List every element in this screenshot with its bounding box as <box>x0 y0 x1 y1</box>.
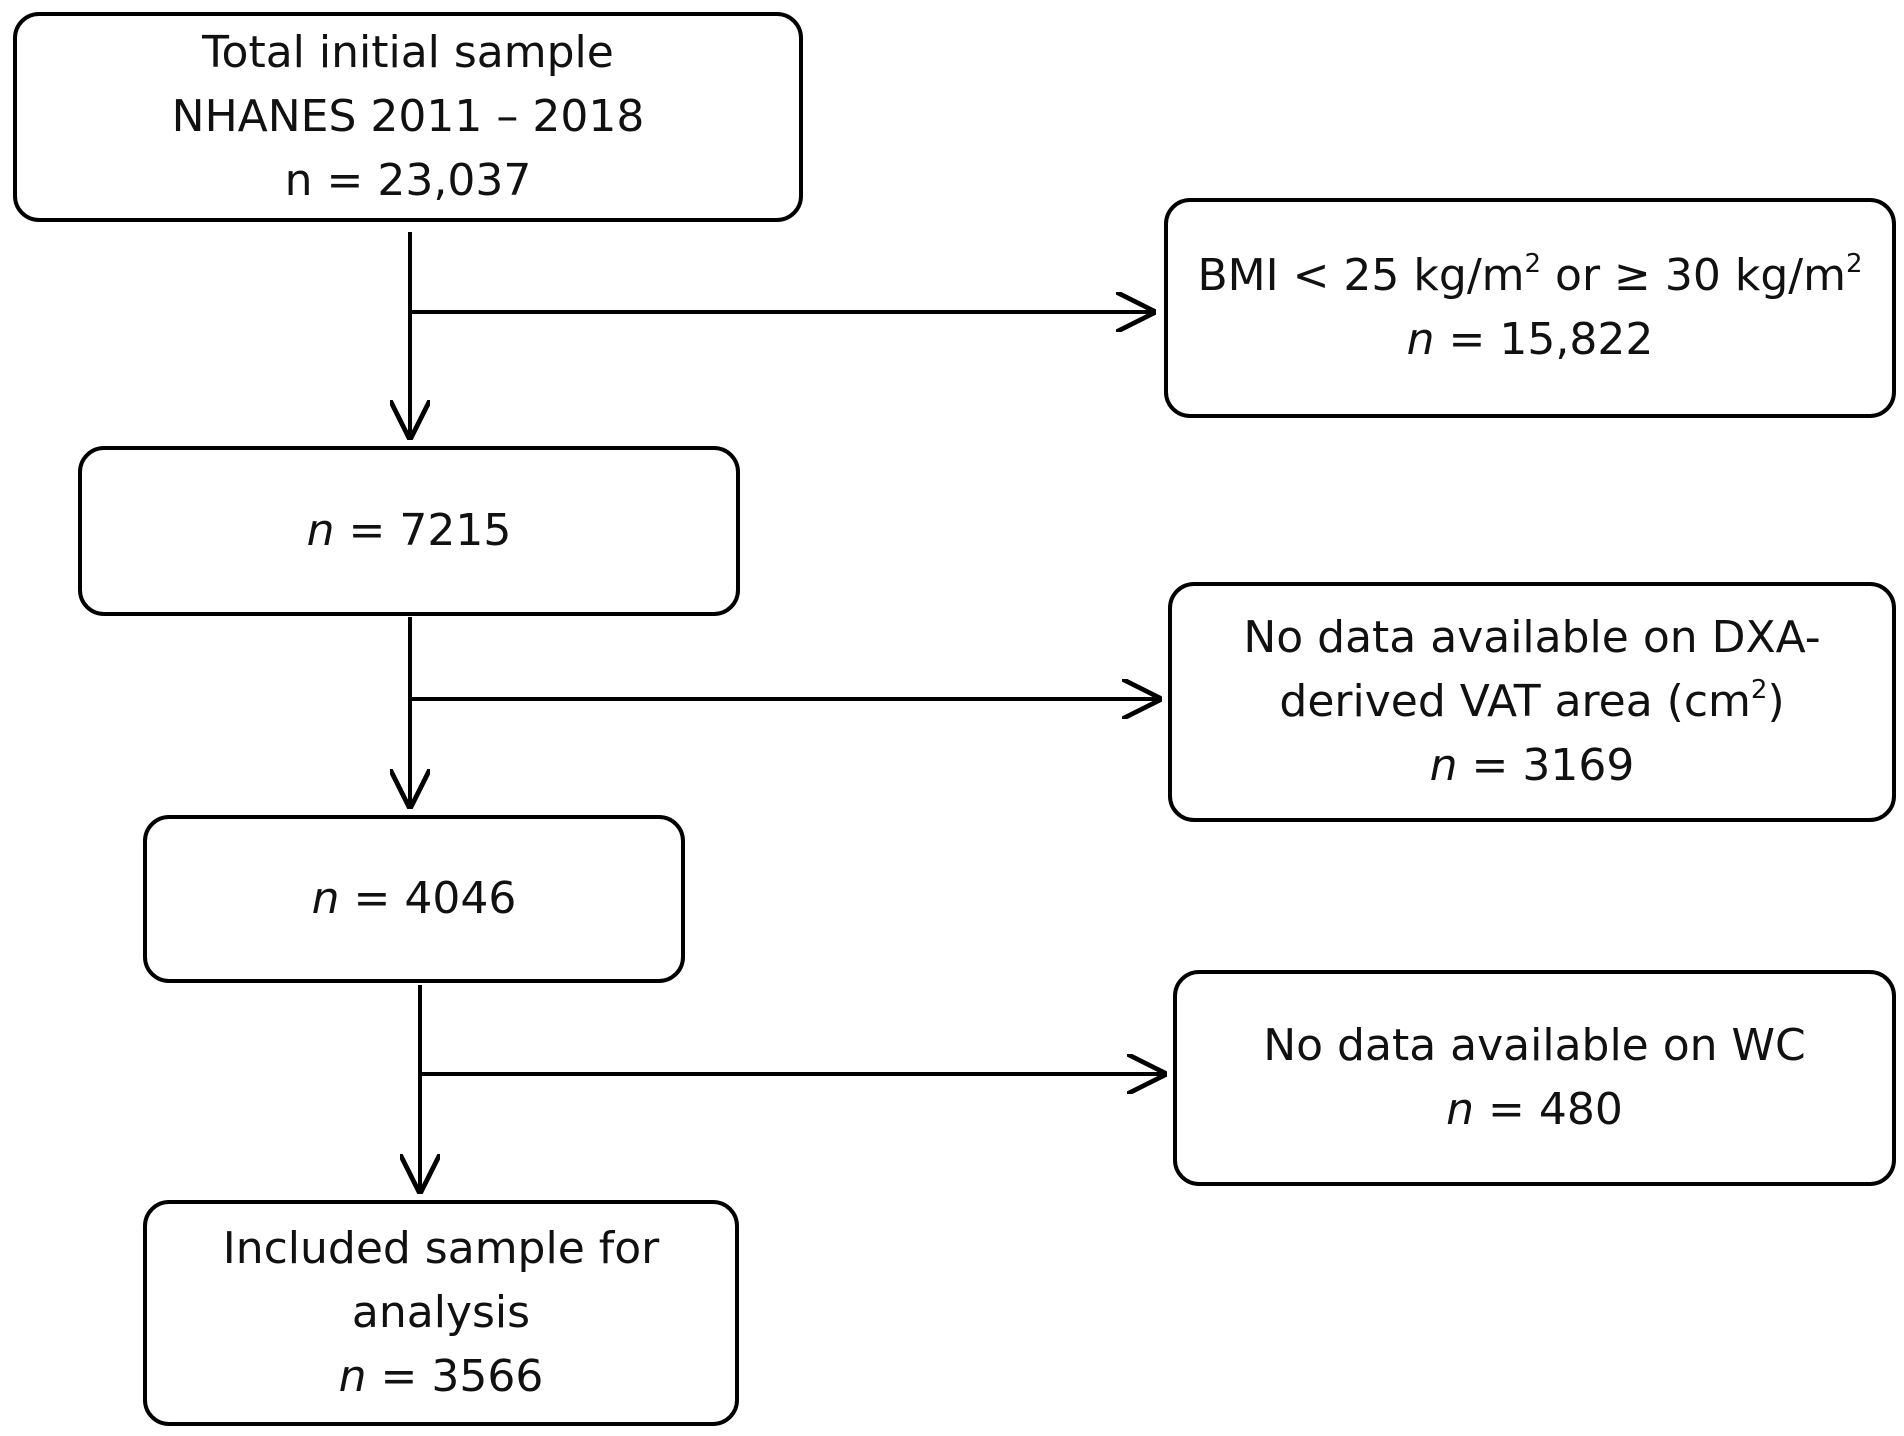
node-bmi-excluded: BMI < 25 kg/m2 or ≥ 30 kg/m2 n = 15,822 <box>1164 198 1896 418</box>
node-after-dxa: n = 4046 <box>143 815 685 983</box>
node-wc-count: n = 480 <box>1446 1084 1623 1135</box>
node-final-line2: analysis <box>351 1287 531 1338</box>
node-initial-line1: Total initial sample <box>202 27 614 78</box>
node-after-bmi-count: n = 7215 <box>306 505 512 556</box>
node-final-sample: Included sample for analysis n = 3566 <box>143 1200 739 1426</box>
node-wc-line1: No data available on WC <box>1263 1020 1806 1071</box>
node-initial-sample: Total initial sample NHANES 2011 – 2018 … <box>13 12 803 222</box>
node-initial-line2: NHANES 2011 – 2018 <box>171 91 645 142</box>
node-final-count: n = 3566 <box>338 1351 544 1402</box>
node-initial-count: n = 23,037 <box>284 155 532 206</box>
node-final-line1: Included sample for <box>222 1223 660 1274</box>
node-after-bmi: n = 7215 <box>78 446 740 616</box>
node-bmi-criteria: BMI < 25 kg/m2 or ≥ 30 kg/m2 <box>1197 249 1863 301</box>
node-bmi-count: n = 15,822 <box>1406 314 1654 365</box>
node-wc-excluded: No data available on WC n = 480 <box>1173 970 1896 1186</box>
node-dxa-count: n = 3169 <box>1429 740 1635 791</box>
node-dxa-line1: No data available on DXA- <box>1243 612 1821 663</box>
node-after-dxa-count: n = 4046 <box>311 873 517 924</box>
node-dxa-line2: derived VAT area (cm2) <box>1279 675 1785 727</box>
node-dxa-excluded: No data available on DXA- derived VAT ar… <box>1168 582 1896 822</box>
